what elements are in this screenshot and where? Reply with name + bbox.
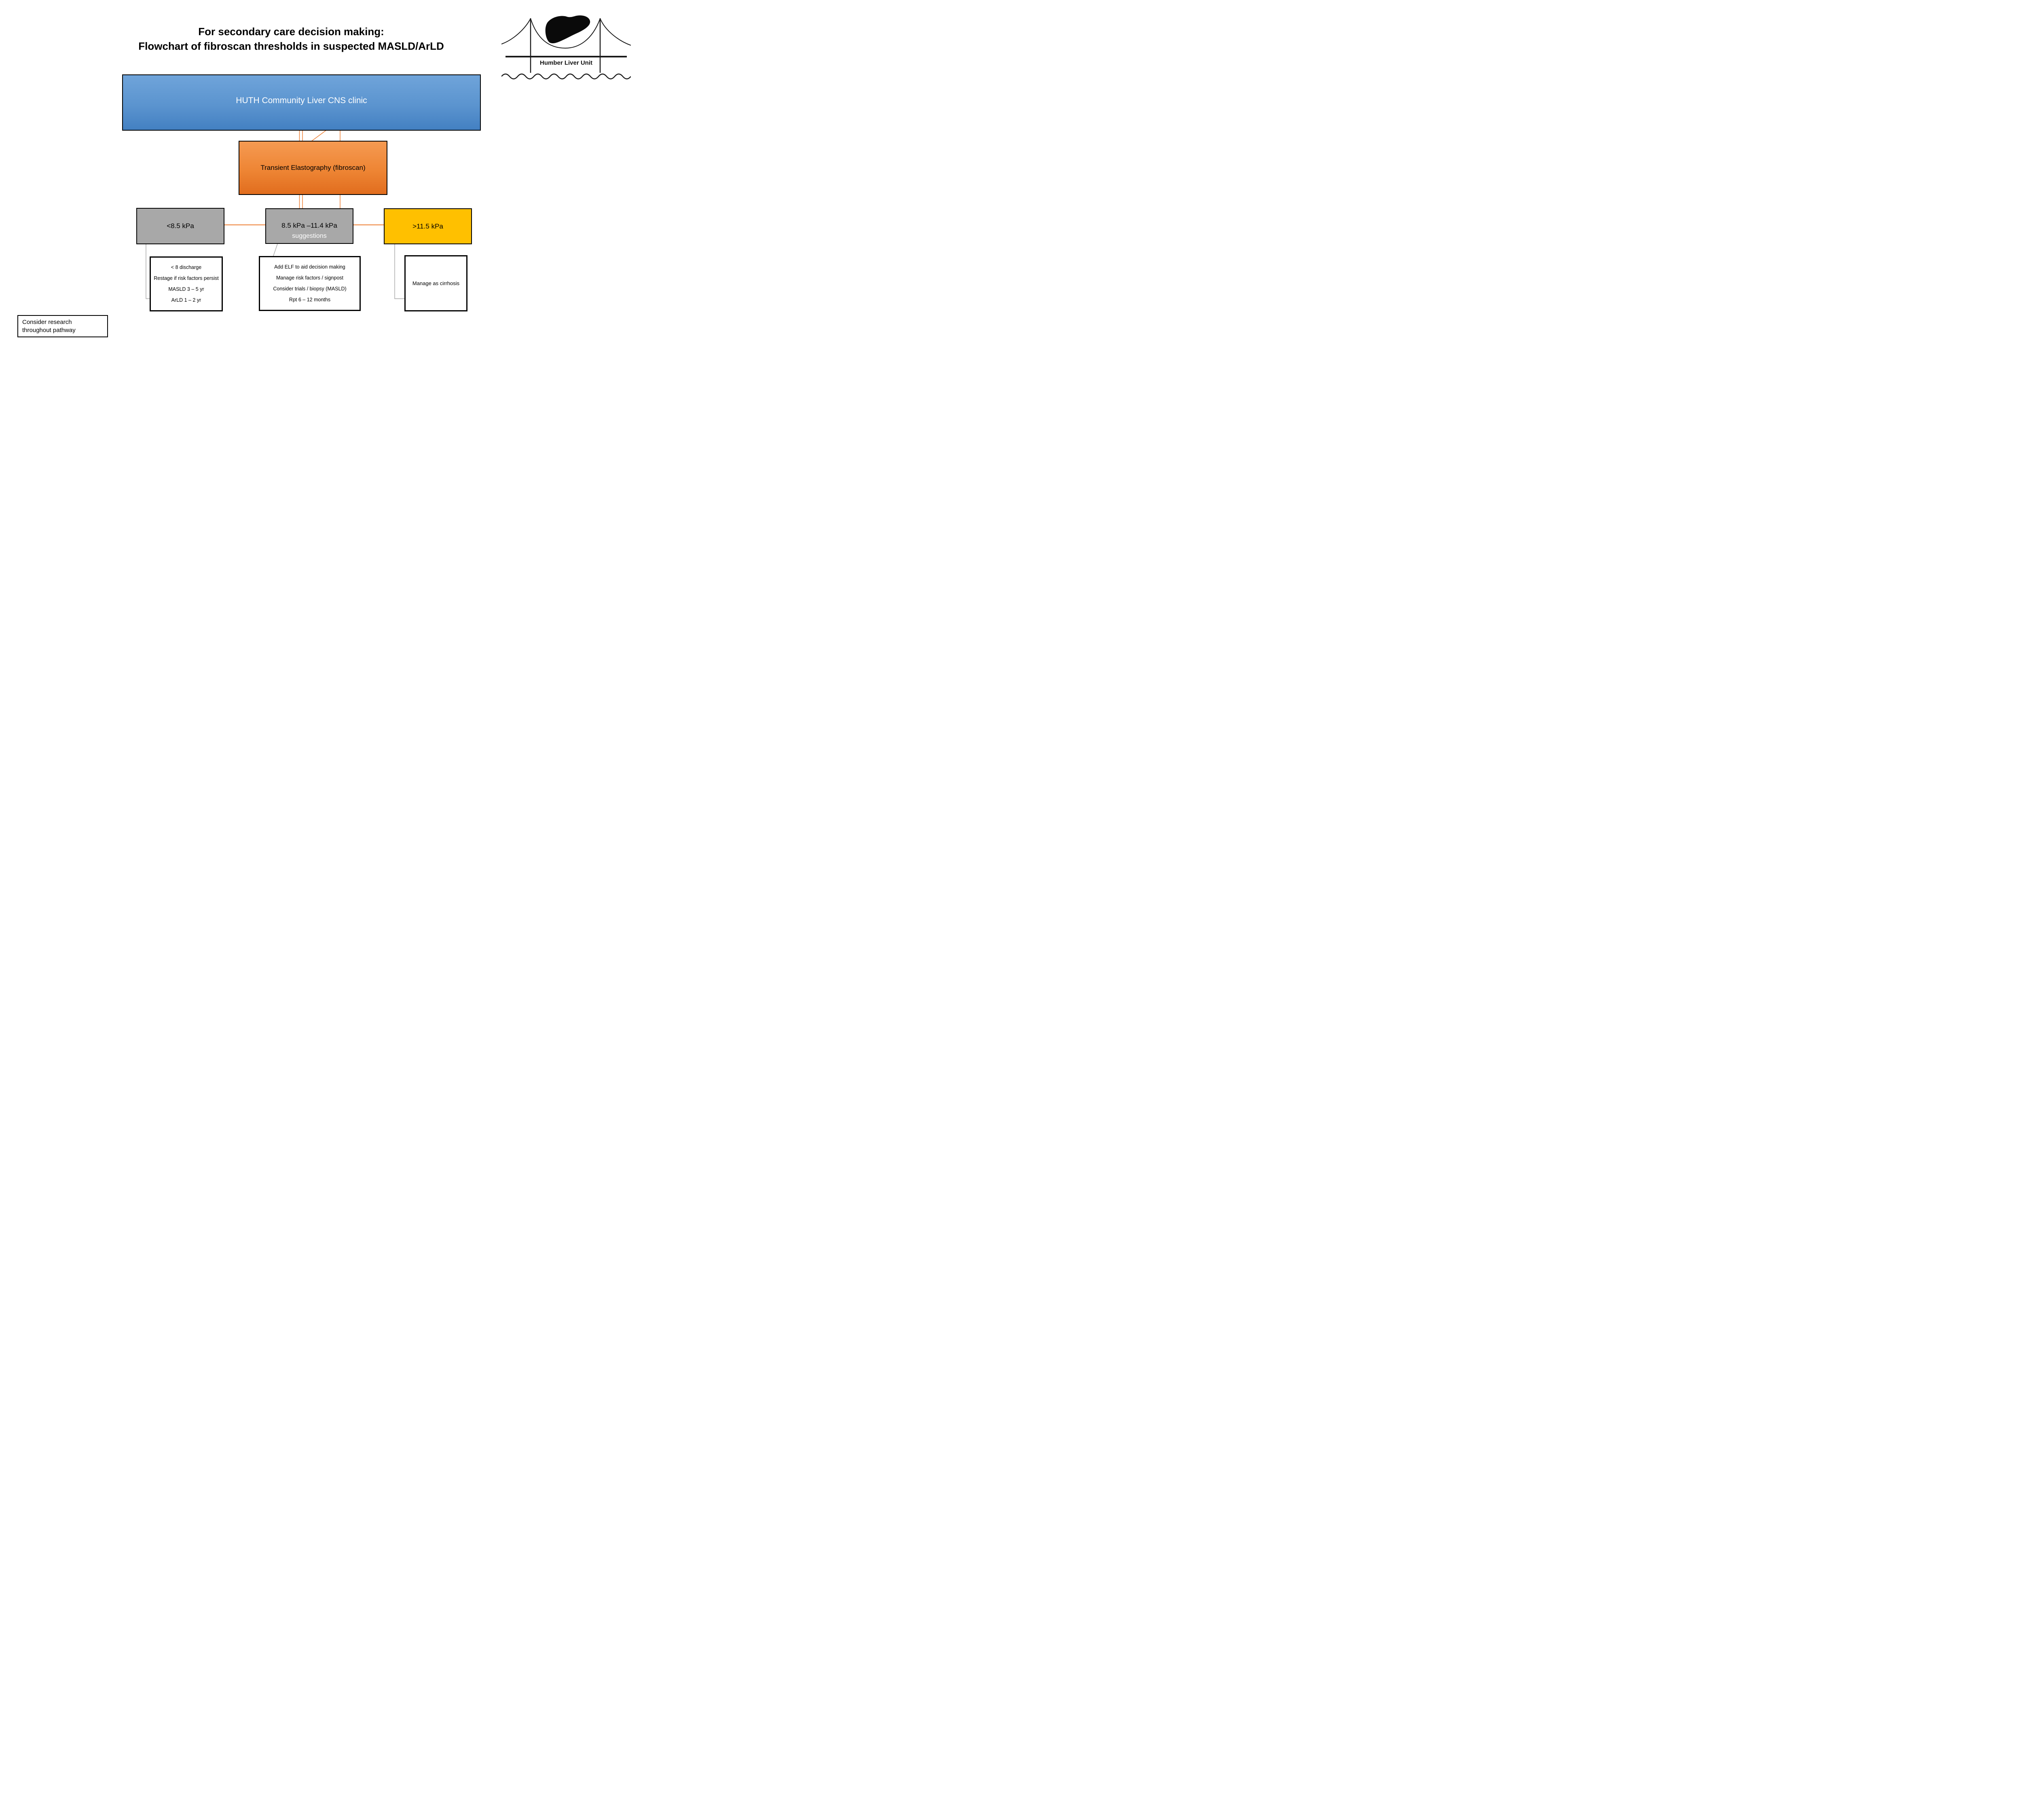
threshold-mid-label: 8.5 kPa –11.4 kPa [281, 222, 337, 229]
threshold-box-mid: 8.5 kPa –11.4 kPa suggestions [265, 208, 353, 244]
connector-gray-elbow-right [394, 244, 405, 299]
connector-gray-elbow-left [146, 244, 150, 299]
page-title-line2: Flowchart of fibroscan thresholds in sus… [138, 40, 444, 52]
humber-liver-unit-logo: Humber Liver Unit [501, 11, 631, 82]
discharge-line: Restage if risk factors persist [154, 275, 219, 281]
elf-line: Manage risk factors / signpost [276, 275, 344, 281]
discharge-line: ArLD 1 – 2 yr [171, 297, 201, 303]
research-line: Consider research [22, 318, 72, 326]
liver-icon [545, 15, 590, 43]
logo-label: Humber Liver Unit [539, 59, 593, 66]
elf-line: Consider trials / biopsy (MASLD) [273, 286, 347, 292]
humber-bridge-liver-icon [501, 15, 631, 80]
threshold-high-label: >11.5 kPa [412, 222, 443, 230]
elf-box: Add ELF to aid decision making Manage ri… [259, 256, 361, 311]
page-title: For secondary care decision making: Flow… [8, 24, 574, 53]
elastography-box-label: Transient Elastography (fibroscan) [260, 164, 366, 171]
research-line: throughout pathway [22, 326, 76, 334]
research-box: Consider research throughout pathway [17, 315, 108, 337]
threshold-box-high: >11.5 kPa [384, 208, 472, 244]
elastography-box: Transient Elastography (fibroscan) [239, 141, 387, 195]
discharge-line: MASLD 3 – 5 yr [168, 286, 204, 292]
elf-line: Add ELF to aid decision making [274, 264, 345, 270]
slide-canvas: For secondary care decision making: Flow… [0, 0, 647, 364]
clinic-box: HUTH Community Liver CNS clinic [122, 74, 481, 131]
connector-gray-diagonal [273, 243, 278, 257]
cirrhosis-box: Manage as cirrhosis [404, 255, 467, 311]
threshold-mid-sublabel: suggestions [292, 233, 327, 239]
clinic-box-label: HUTH Community Liver CNS clinic [236, 95, 367, 105]
threshold-low-label: <8.5 kPa [167, 222, 194, 230]
threshold-box-low: <8.5 kPa [136, 208, 224, 244]
discharge-line: < 8 discharge [171, 265, 202, 270]
cirrhosis-box-label: Manage as cirrhosis [412, 280, 460, 286]
discharge-box: < 8 discharge Restage if risk factors pe… [150, 256, 223, 311]
connector-orange-diagonal [311, 130, 326, 142]
elf-line: Rpt 6 – 12 months [289, 297, 331, 303]
page-title-line1: For secondary care decision making: [198, 25, 384, 38]
